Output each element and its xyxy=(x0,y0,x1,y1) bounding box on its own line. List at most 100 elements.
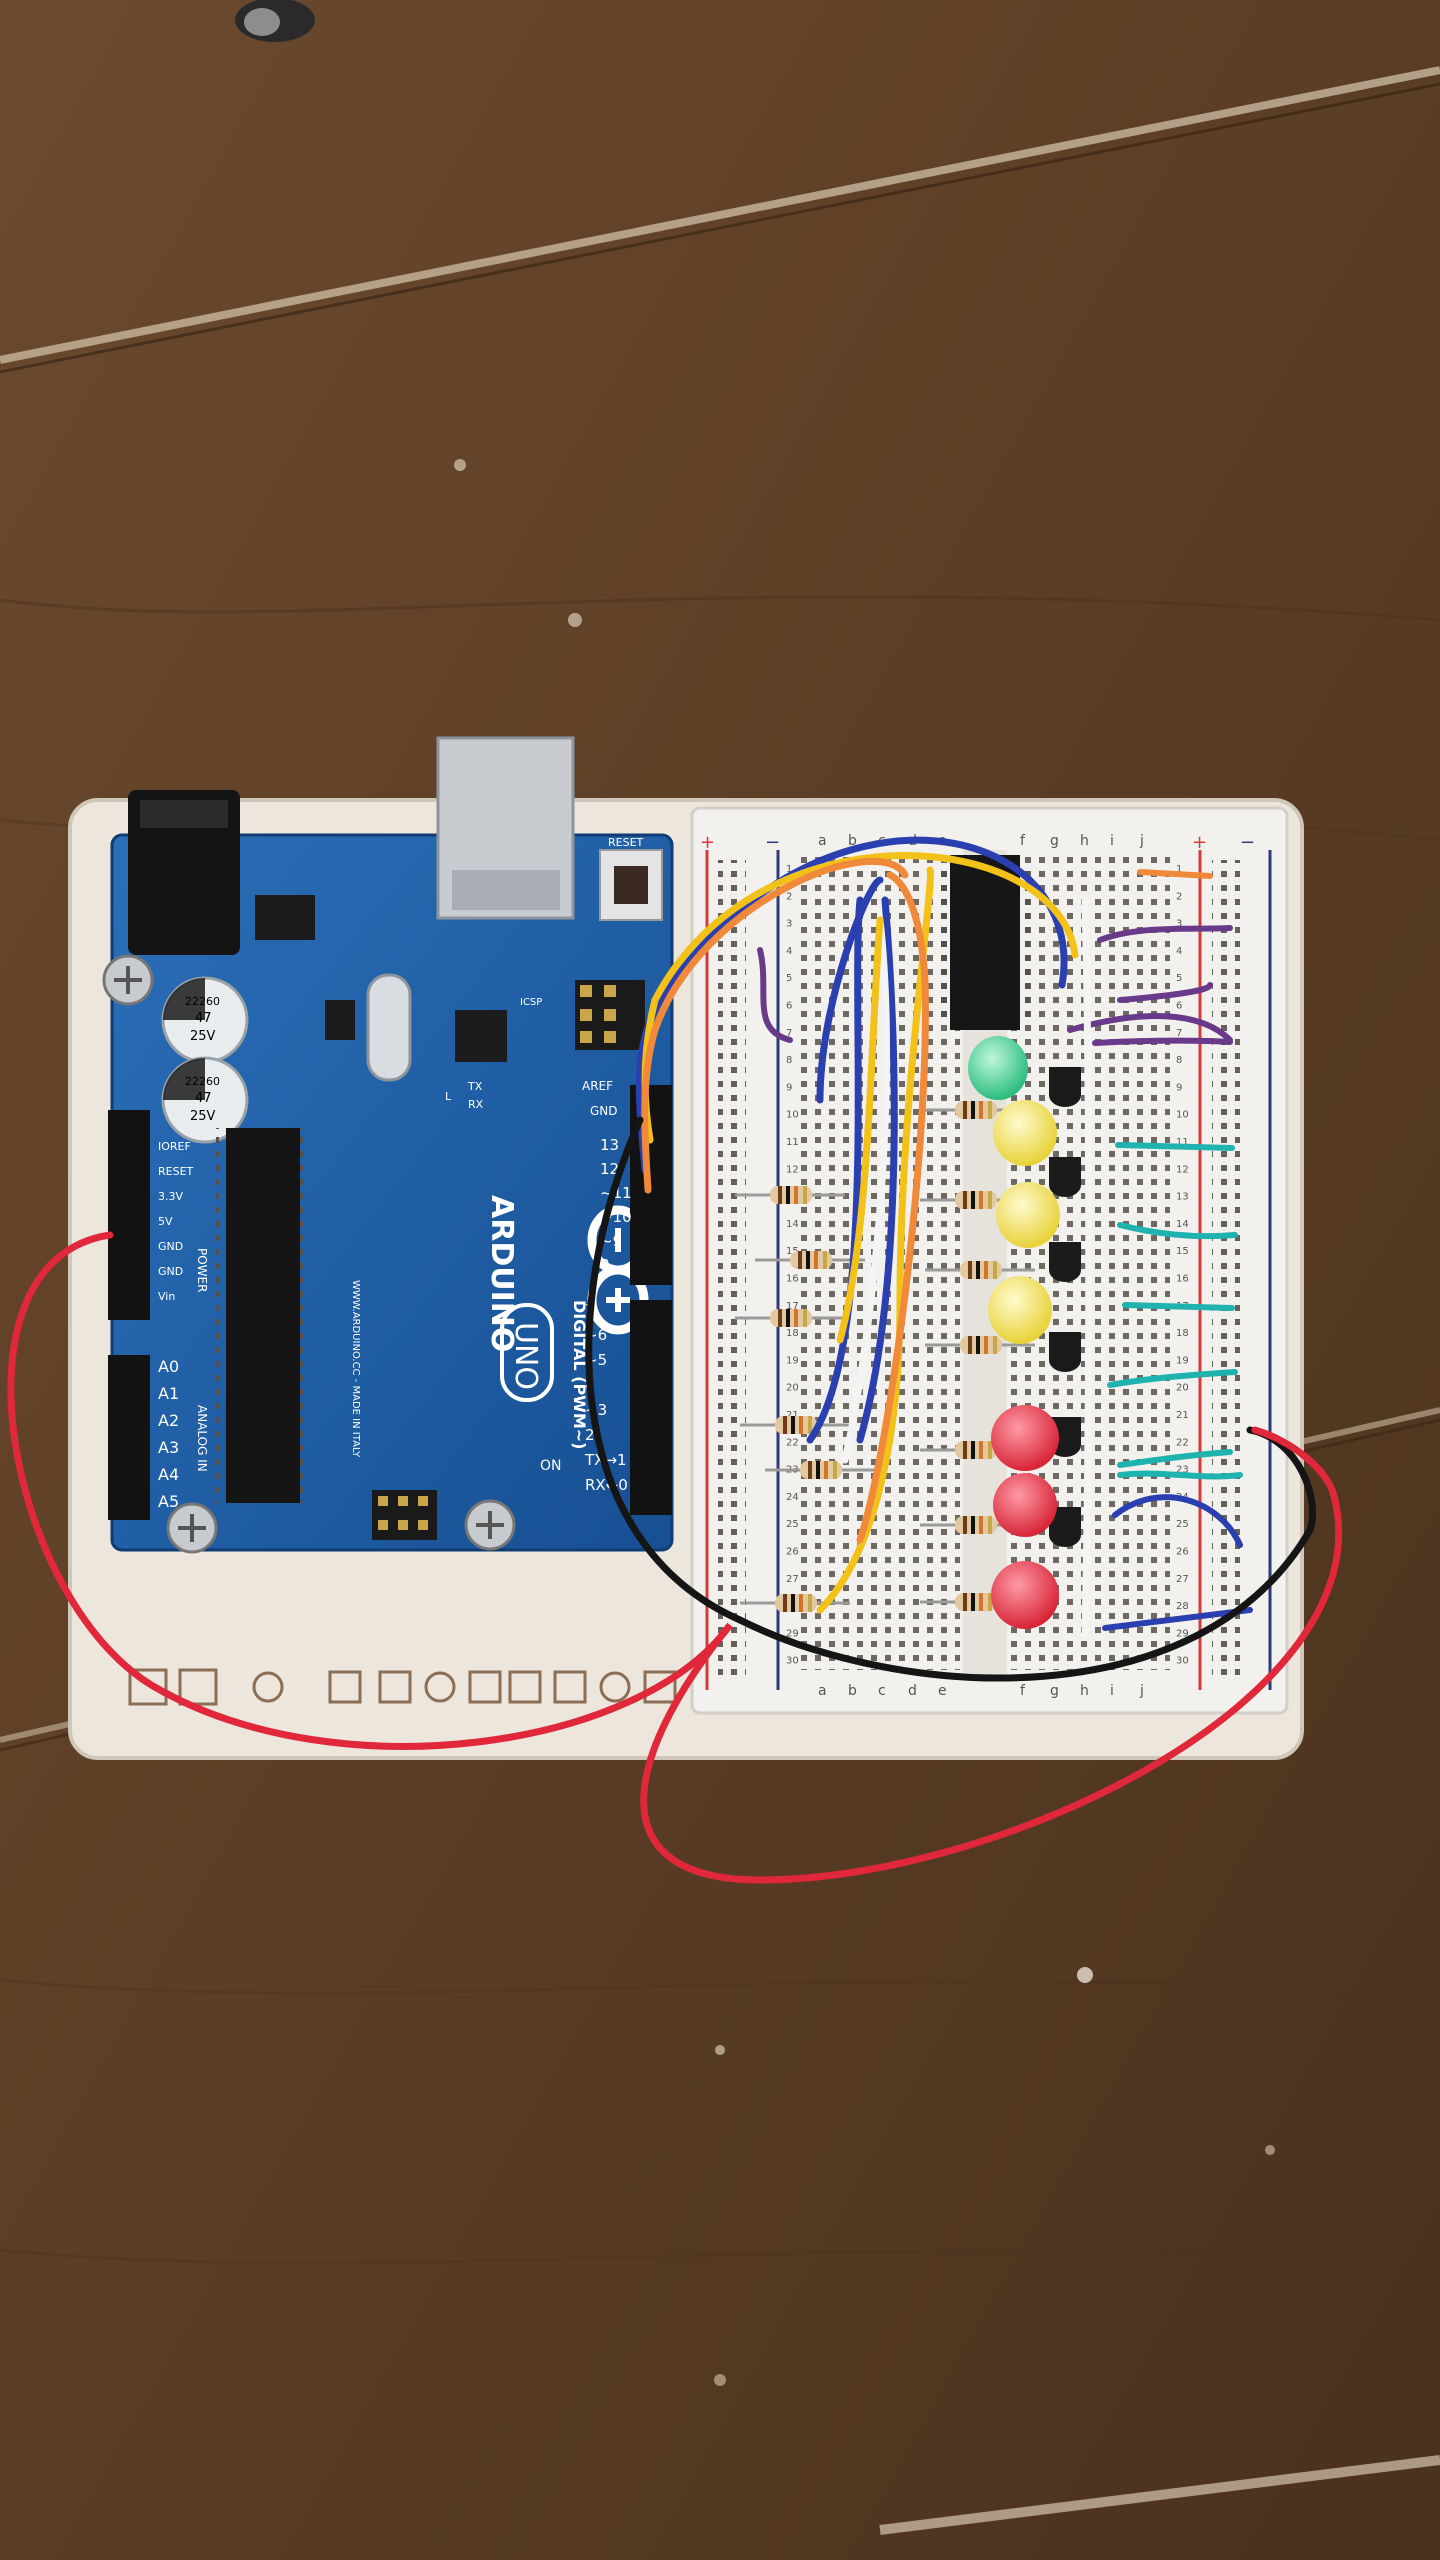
capacitor-1-text-2: 47 xyxy=(195,1011,212,1026)
breadboard-row-number: 9 xyxy=(1176,1082,1182,1093)
black-ground-wire xyxy=(585,1116,1316,1682)
breadboard-row-number: 18 xyxy=(1176,1328,1189,1339)
analog-header-label: ANALOG IN xyxy=(195,1405,209,1472)
resistor xyxy=(735,1186,845,1204)
breadboard-row-number: 8 xyxy=(786,1055,792,1066)
breadboard-row-number: 16 xyxy=(1176,1274,1189,1285)
usb-chip xyxy=(455,1010,507,1062)
analog-pin-label: A1 xyxy=(158,1384,179,1403)
power-pin-label: IOREF xyxy=(158,1140,191,1153)
transistor xyxy=(1049,1507,1081,1547)
breadboard-column-letter: f xyxy=(1020,833,1026,849)
breadboard-row-number: 1 xyxy=(1176,864,1182,875)
long-wires xyxy=(635,836,1093,1639)
led-red-2 xyxy=(993,1473,1057,1537)
resistor xyxy=(925,1261,1035,1279)
digital-pin-label: 8 xyxy=(600,1256,610,1274)
resistor xyxy=(740,1594,850,1612)
capacitor-1-text-1: 22260 xyxy=(185,995,220,1008)
breadboard-row-number: 8 xyxy=(1176,1055,1182,1066)
power-pin-label: Vin xyxy=(158,1290,175,1303)
power-pin-label: 5V xyxy=(158,1215,173,1228)
capacitor-2-text-2: 47 xyxy=(195,1091,212,1106)
analog-pin-label: A5 xyxy=(158,1492,179,1511)
breadboard-column-letter: h xyxy=(1080,833,1089,849)
breadboard-row-number: 4 xyxy=(1176,946,1182,957)
digital-pin-label: 12 xyxy=(600,1160,619,1178)
breadboard-row-number: 2 xyxy=(1176,891,1182,902)
breadboard-column-letter: i xyxy=(1110,1683,1114,1699)
breadboard-row-number: 30 xyxy=(1176,1656,1189,1667)
capacitor-2-text-1: 22260 xyxy=(185,1075,220,1088)
transistor-array xyxy=(1049,1067,1081,1547)
breadboard-row-number: 27 xyxy=(786,1574,799,1585)
icsp-header-top xyxy=(575,980,645,1050)
breadboard-column-letter: h xyxy=(1080,1683,1089,1699)
breadboard-row-number: 14 xyxy=(1176,1219,1189,1230)
analog-pin-label: A4 xyxy=(158,1465,179,1484)
transistor xyxy=(1049,1067,1081,1107)
breadboard-column-letter: a xyxy=(818,833,827,849)
l-led-label: L xyxy=(445,1090,452,1103)
breadboard-row-number: 14 xyxy=(786,1219,799,1230)
breadboard-column-letter: a xyxy=(818,1683,827,1699)
power-header-label: POWER xyxy=(195,1248,209,1292)
led-yellow-1 xyxy=(993,1100,1057,1166)
resistor-array xyxy=(735,1101,1035,1612)
breadboard-row-number: 29 xyxy=(786,1628,799,1639)
breadboard-row-number: 29 xyxy=(1176,1628,1189,1639)
breadboard-row-number: 12 xyxy=(1176,1164,1189,1175)
breadboard-row-number: 1 xyxy=(786,864,792,875)
breadboard-row-number: 16 xyxy=(786,1274,799,1285)
breadboard-row-number: 11 xyxy=(786,1137,799,1148)
breadboard-row-number: 23 xyxy=(1176,1465,1189,1476)
breadboard-row-number: 5 xyxy=(1176,973,1182,984)
icsp-label: ICSP xyxy=(520,997,542,1008)
capacitor-2: 22260 47 25V xyxy=(161,1056,249,1144)
metal-connector xyxy=(235,0,315,42)
mount-screw-3 xyxy=(464,1499,516,1551)
transistor xyxy=(1049,1332,1081,1372)
analog-header: ANALOG IN xyxy=(108,1355,209,1520)
breadboard-row-number: 3 xyxy=(1176,919,1182,930)
shift-register-chip xyxy=(940,855,1030,1030)
breadboard-row-number: 5 xyxy=(786,973,792,984)
breadboard-row-number: 30 xyxy=(786,1656,799,1667)
breadboard-row-number: 22 xyxy=(786,1437,799,1448)
breadboard-row-number: 20 xyxy=(786,1383,799,1394)
regulator xyxy=(255,895,315,940)
breadboard-row-number: 25 xyxy=(786,1519,799,1530)
breadboard-row-number: 20 xyxy=(1176,1383,1189,1394)
analog-pin-label: A2 xyxy=(158,1411,179,1430)
led-red-3 xyxy=(991,1561,1059,1629)
breadboard-row-number: 6 xyxy=(786,1001,792,1012)
atmega-chip xyxy=(216,1128,310,1503)
rx-led-label: RX xyxy=(468,1098,484,1111)
board-url-text: WWW.ARDUINO.CC - MADE IN ITALY xyxy=(350,1280,361,1458)
rail-plus-right: + xyxy=(1192,832,1207,853)
breadboard-row-number: 18 xyxy=(786,1328,799,1339)
capacitor-1-text-3: 25V xyxy=(190,1029,216,1044)
led-yellow-3 xyxy=(988,1276,1052,1344)
aref-label: AREF xyxy=(582,1079,613,1093)
breadboard-column-letter: f xyxy=(1020,1683,1026,1699)
breadboard-row-number: 10 xyxy=(1176,1110,1189,1121)
resistor xyxy=(755,1251,865,1269)
breadboard-column-letter: c xyxy=(878,1683,886,1699)
transistor xyxy=(1049,1157,1081,1197)
on-led-label: ON xyxy=(540,1458,562,1474)
breadboard-row-number: 10 xyxy=(786,1110,799,1121)
breadboard-row-number: 27 xyxy=(1176,1574,1189,1585)
capacitor-2-text-3: 25V xyxy=(190,1109,216,1124)
breadboard-row-number: 15 xyxy=(1176,1246,1189,1257)
gnd-label: GND xyxy=(590,1104,618,1118)
breadboard-row-number: 28 xyxy=(1176,1601,1189,1612)
digital-header-label: DIGITAL (PWM~) xyxy=(570,1300,589,1449)
breadboard-column-letter: e xyxy=(938,1683,947,1699)
reset-button: RESET xyxy=(599,836,663,921)
power-pin-label: RESET xyxy=(158,1165,194,1178)
